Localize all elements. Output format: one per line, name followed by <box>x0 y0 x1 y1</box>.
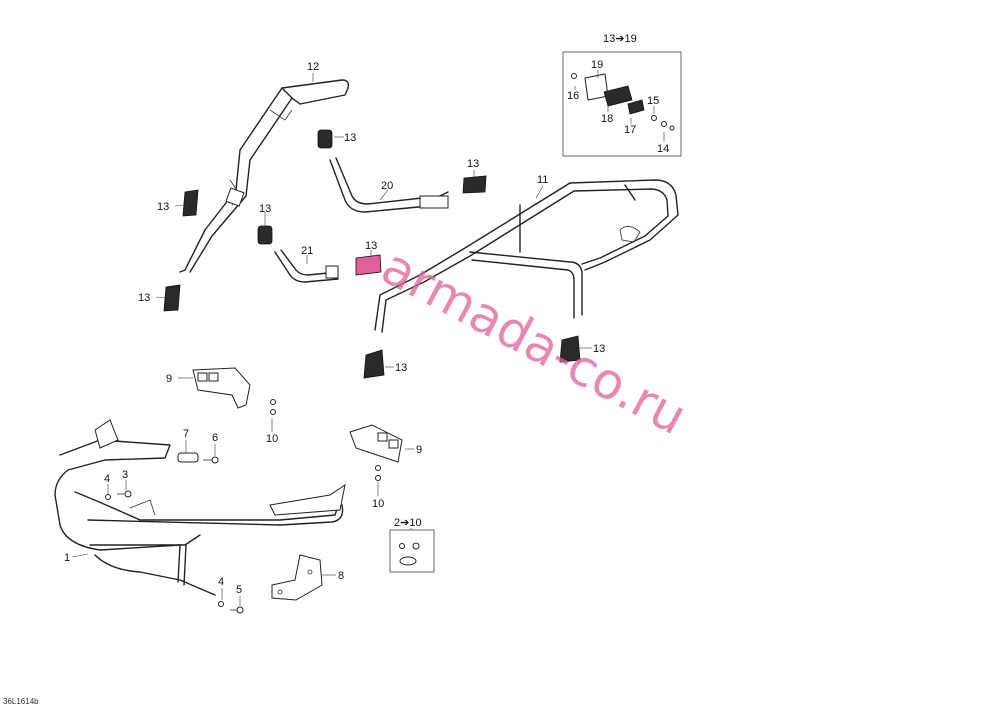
label-13-cage-left: 13 <box>395 362 407 374</box>
label-13-upper-plug: 13 <box>344 132 356 144</box>
part-11-rear-cage <box>374 179 679 333</box>
label-9-lower: 9 <box>416 444 422 456</box>
label-16: 16 <box>567 90 579 102</box>
label-13-left-bottom: 13 <box>138 292 150 304</box>
label-15: 15 <box>647 95 659 107</box>
label-19: 19 <box>591 59 603 71</box>
label-20: 20 <box>381 180 393 192</box>
part-20-rail <box>329 157 449 213</box>
label-14: 14 <box>657 143 669 155</box>
label-3: 3 <box>122 469 128 481</box>
label-1: 1 <box>64 552 70 564</box>
label-10-lower: 10 <box>372 498 384 510</box>
label-13-pink: 13 <box>365 240 377 252</box>
label-5: 5 <box>236 584 242 596</box>
part-7-plate <box>177 452 199 463</box>
part-21-rail <box>274 249 339 283</box>
label-6: 6 <box>212 432 218 444</box>
part-12-upper-rail <box>179 79 350 273</box>
label-17: 17 <box>624 124 636 136</box>
label-11: 11 <box>537 174 548 186</box>
kit-box-2-10 <box>389 529 435 573</box>
diagram-code: 36L1614b <box>3 697 39 706</box>
part-8-bracket <box>271 554 323 601</box>
kit-title-13-19: 13➔19 <box>603 33 637 45</box>
label-13-mid-plug: 13 <box>259 203 271 215</box>
leader-lines <box>71 70 665 606</box>
part-13-clamps <box>163 129 581 379</box>
label-4-lower: 4 <box>218 576 224 588</box>
label-10-upper: 10 <box>266 433 278 445</box>
part-9-bracket-lower <box>349 424 403 463</box>
watermark: armada-co.ru <box>372 237 695 446</box>
label-21: 21 <box>301 245 313 257</box>
label-8: 8 <box>338 570 344 582</box>
label-12: 12 <box>307 61 319 73</box>
label-4-upper: 4 <box>104 473 110 485</box>
kit-box-13-19 <box>562 51 682 157</box>
kit-title-2-10: 2➔10 <box>394 517 422 529</box>
fasteners <box>105 399 381 614</box>
part-labels: 12 13 13 13 13 20 21 13 13 11 13 13 9 10… <box>64 33 669 596</box>
part-1-front-frame <box>54 419 346 596</box>
label-13-left-top: 13 <box>157 201 169 213</box>
label-18: 18 <box>601 113 613 125</box>
label-7: 7 <box>183 428 189 440</box>
label-13-rail20: 13 <box>467 158 479 170</box>
label-9-upper: 9 <box>166 373 172 385</box>
part-9-bracket-upper <box>192 367 251 409</box>
label-13-cage-right: 13 <box>593 343 605 355</box>
